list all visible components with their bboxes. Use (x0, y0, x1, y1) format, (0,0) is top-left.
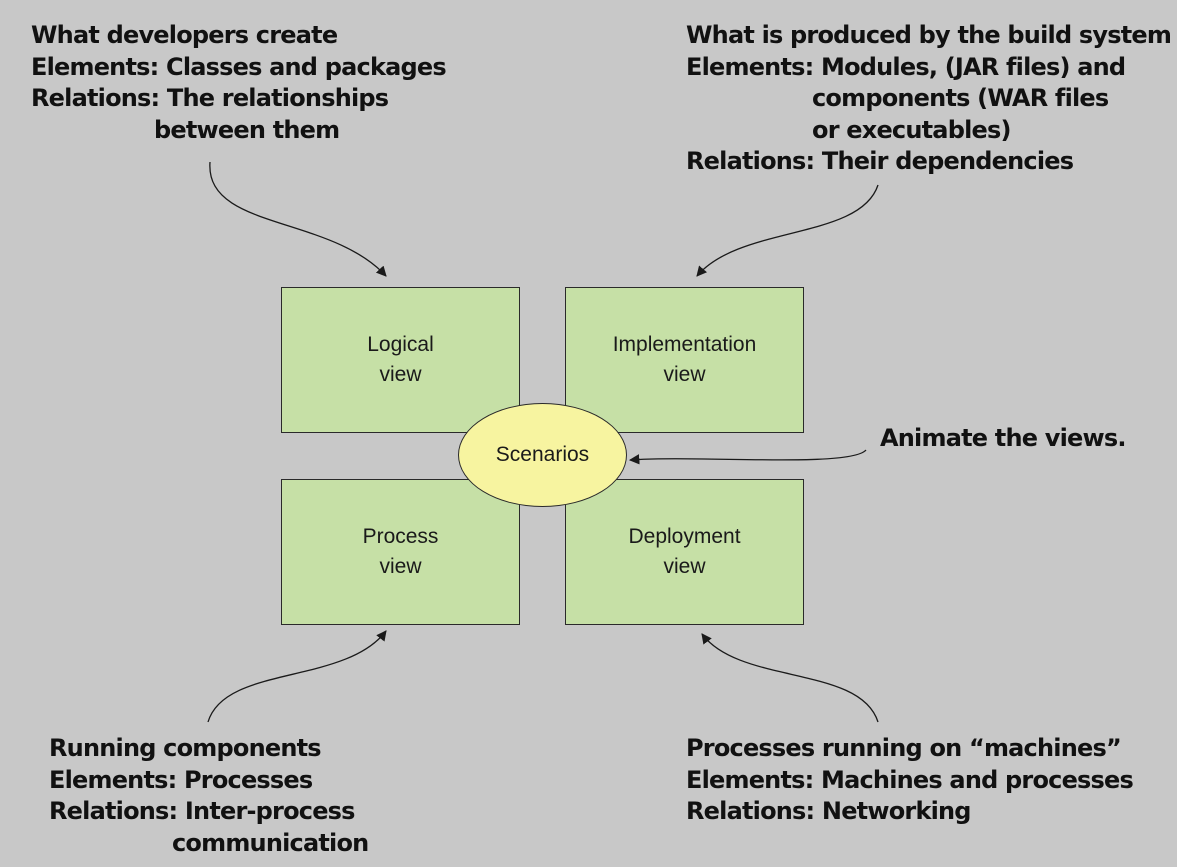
relations-text-cont: between them (154, 115, 340, 144)
arrow-logical (209, 161, 387, 277)
relations-text: The relationships (166, 84, 389, 112)
process-view-annotation: Running components Elements: Processes R… (49, 733, 369, 859)
relations-label: Relations: (686, 797, 815, 825)
arrow-deployment (701, 633, 879, 723)
implementation-view-annotation: What is produced by the build system Ele… (686, 20, 1172, 178)
deployment-view-annotation: Processes running on “machines” Elements… (686, 733, 1134, 828)
scenarios-label: Scenarios (495, 443, 590, 466)
deployment-view-label: Deployment view (628, 525, 741, 578)
implementation-view-label: Implementation view (612, 333, 757, 386)
relations-text: Inter-process (184, 797, 356, 825)
implementation-view-box: Implementation view (565, 287, 804, 433)
process-view-label: Process view (362, 525, 439, 578)
relations-text: Their dependencies (821, 147, 1074, 175)
elements-text: Processes (184, 765, 313, 794)
logical-view-label: Logical view (367, 333, 434, 386)
annotation-title: Running components (49, 734, 322, 762)
annotation-title: What developers create (31, 21, 338, 49)
relations-text: Networking (821, 797, 972, 825)
annotation-title: What is produced by the build system (686, 21, 1172, 49)
arrow-scenarios (628, 449, 867, 465)
arrow-process (207, 630, 387, 723)
process-view-box: Process view (281, 479, 520, 625)
elements-label: Elements: (686, 52, 814, 81)
elements-text: Machines and processes (821, 765, 1134, 794)
arrow-implementation (696, 184, 879, 277)
relations-label: Relations: (686, 147, 815, 175)
elements-label: Elements: (49, 765, 177, 794)
relations-label: Relations: (31, 84, 160, 112)
relations-label: Relations: (49, 797, 178, 825)
annotation-title: Processes running on “machines” (686, 734, 1122, 762)
scenarios-annotation: Animate the views. (880, 423, 1127, 455)
elements-text-cont: components (WAR files (812, 84, 1109, 112)
scenarios-ellipse: Scenarios (458, 403, 627, 507)
elements-text-cont: or executables) (812, 115, 1011, 144)
scenarios-annotation-text: Animate the views. (880, 424, 1127, 452)
logical-view-annotation: What developers create Elements: Classes… (31, 20, 447, 146)
relations-text-cont: communication (172, 828, 369, 857)
deployment-view-box: Deployment view (565, 479, 804, 625)
logical-view-box: Logical view (281, 287, 520, 433)
elements-text: Classes and packages (166, 52, 447, 81)
elements-text: Modules, (JAR files) and (821, 52, 1126, 81)
elements-label: Elements: (31, 52, 159, 81)
elements-label: Elements: (686, 765, 814, 794)
